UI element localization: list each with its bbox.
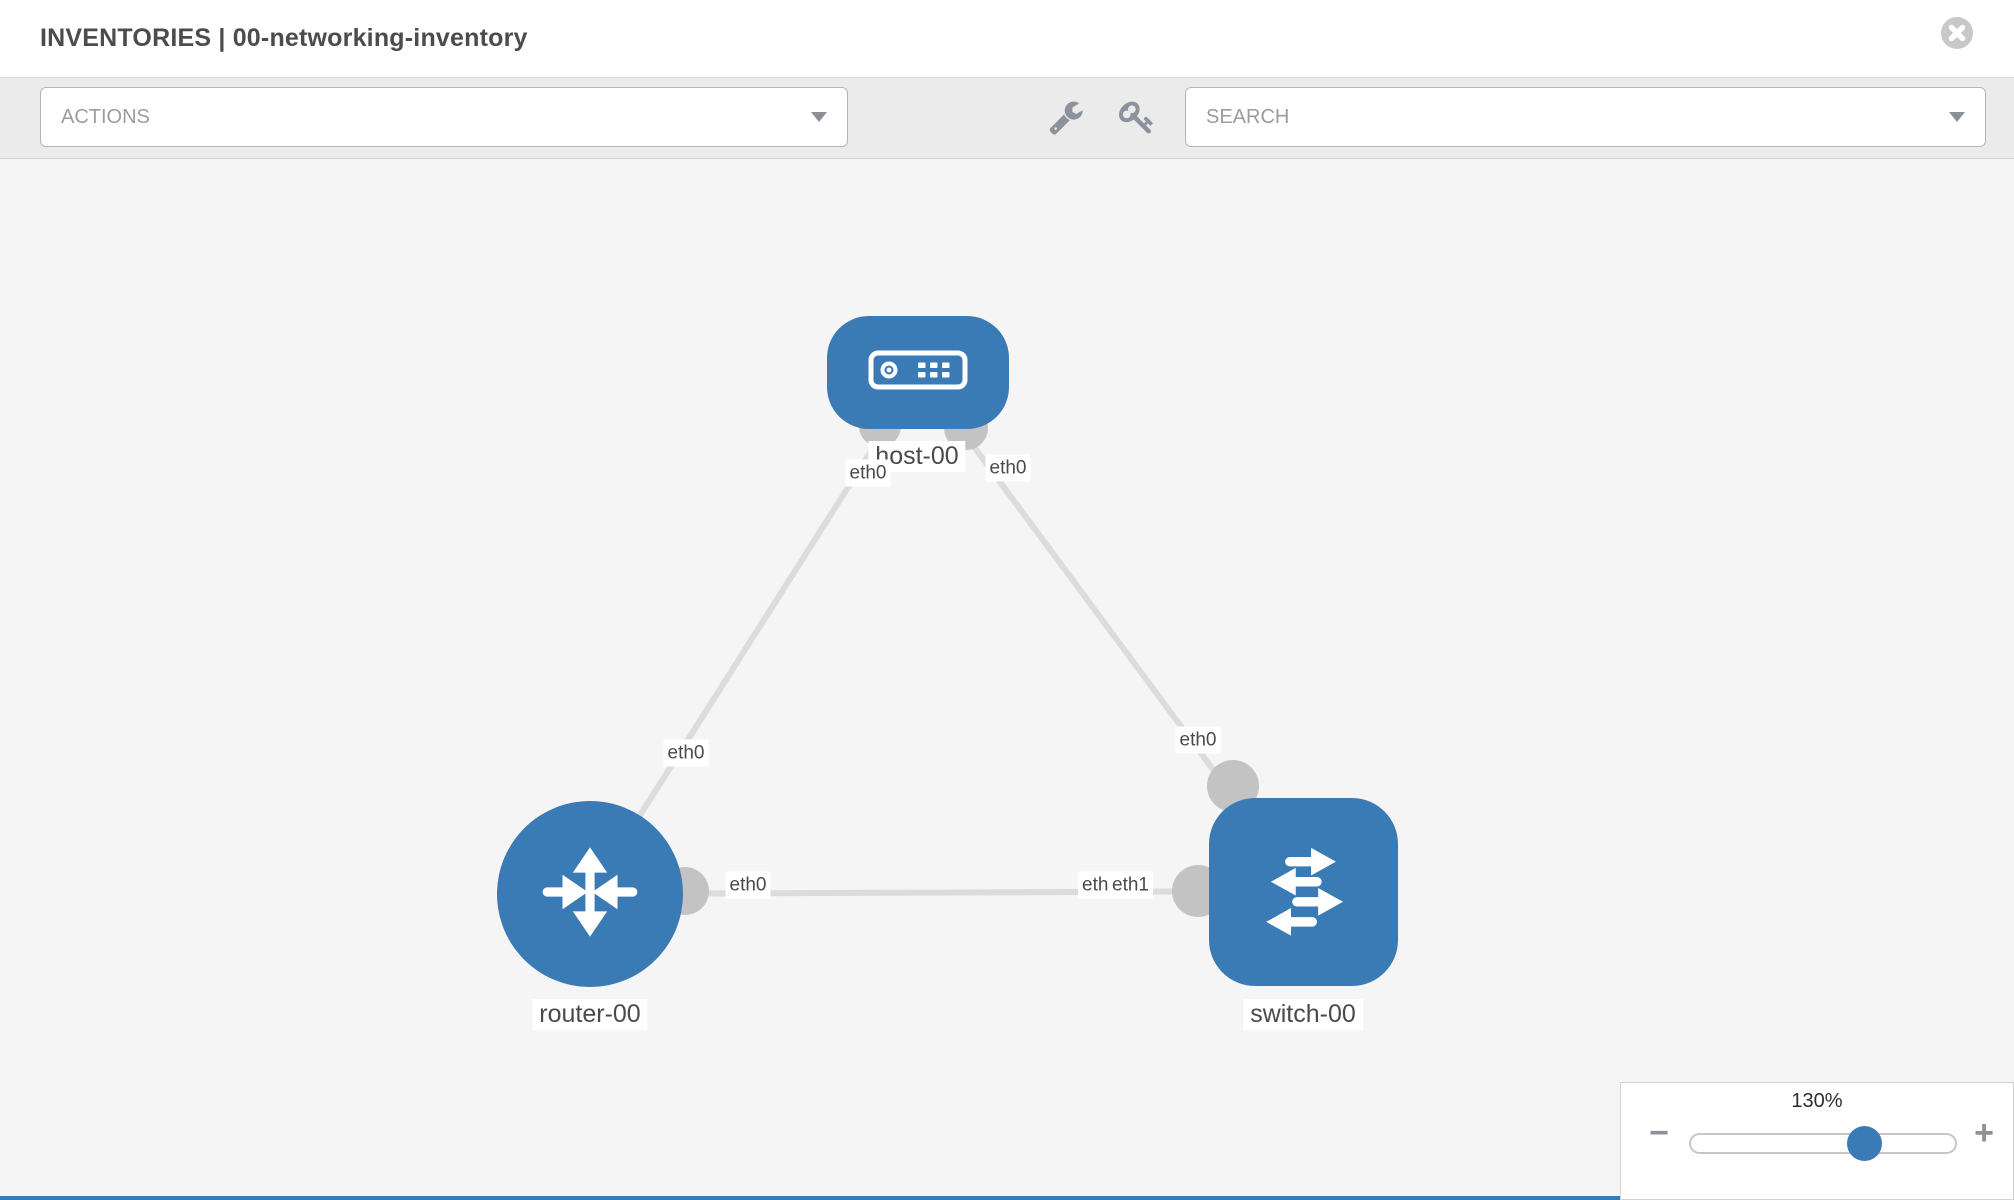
node-label-switch: switch-00 bbox=[1243, 999, 1363, 1030]
page-title: INVENTORIES | 00-networking-inventory bbox=[40, 24, 528, 52]
router-icon bbox=[534, 836, 646, 953]
toolbar: ACTIONS SEARCH bbox=[0, 77, 2014, 159]
configure-button[interactable] bbox=[1046, 98, 1086, 138]
key-icon bbox=[1119, 101, 1155, 138]
actions-dropdown[interactable]: ACTIONS bbox=[40, 87, 848, 147]
node-router-00[interactable] bbox=[497, 801, 683, 987]
zoom-slider-thumb[interactable] bbox=[1847, 1126, 1882, 1161]
close-button[interactable] bbox=[1940, 16, 1974, 50]
zoom-slider-track[interactable] bbox=[1689, 1133, 1957, 1154]
switch-icon bbox=[1245, 831, 1363, 954]
search-dropdown[interactable]: SEARCH bbox=[1185, 87, 1986, 147]
actions-dropdown-label: ACTIONS bbox=[61, 105, 150, 128]
interface-label: eth0 bbox=[845, 459, 891, 487]
search-dropdown-label: SEARCH bbox=[1206, 105, 1290, 128]
node-host-00[interactable] bbox=[827, 316, 1009, 429]
interface-label: eth1 bbox=[1108, 871, 1153, 899]
interface-label: eth0 bbox=[663, 739, 709, 767]
wrench-icon bbox=[1048, 101, 1084, 138]
credentials-button[interactable] bbox=[1117, 98, 1157, 138]
node-label-router: router-00 bbox=[532, 999, 648, 1030]
chevron-down-icon bbox=[811, 112, 827, 122]
zoom-panel: 130% − + bbox=[1620, 1082, 2014, 1200]
interface-label: eth0 bbox=[985, 454, 1031, 482]
bottom-accent-strip bbox=[0, 1196, 1620, 1200]
zoom-out-button[interactable]: − bbox=[1641, 1113, 1677, 1153]
interface-endpoints bbox=[661, 405, 1259, 917]
topology-links-layer bbox=[587, 372, 1306, 917]
interface-label: eth0 bbox=[725, 871, 771, 899]
close-icon bbox=[1940, 17, 1974, 53]
header-bar: INVENTORIES | 00-networking-inventory bbox=[0, 0, 2014, 77]
topology-canvas: host-00 router-00 switch-00 eth0 eth0 et… bbox=[0, 159, 2014, 1200]
node-switch-00[interactable] bbox=[1209, 798, 1398, 986]
zoom-level: 130% bbox=[1791, 1090, 1843, 1112]
interface-label: eth0 bbox=[1175, 726, 1221, 754]
chevron-down-icon bbox=[1949, 112, 1965, 122]
host-icon bbox=[868, 350, 968, 395]
zoom-in-button[interactable]: + bbox=[1966, 1113, 2002, 1153]
